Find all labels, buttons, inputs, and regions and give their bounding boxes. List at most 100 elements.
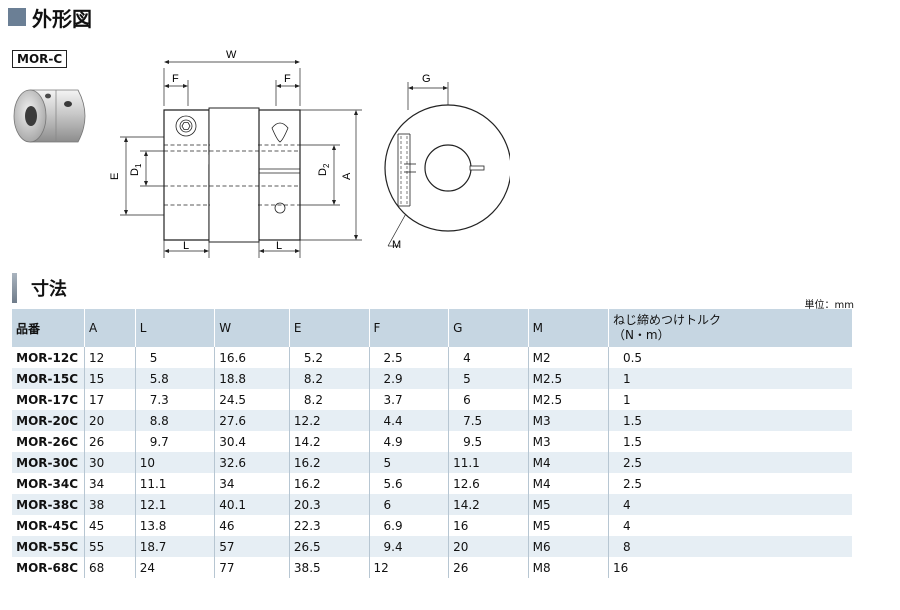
cell-l: 7.3 <box>134 389 215 410</box>
cell-g: 12.6 <box>448 473 529 494</box>
dim-label-a: A <box>341 172 353 180</box>
cell-a: 17 <box>84 389 136 410</box>
cell-l: 9.7 <box>134 431 215 452</box>
cell-l: 5 <box>134 347 215 368</box>
cell-m: M3 <box>527 431 609 452</box>
cell-e: 16.2 <box>288 452 369 473</box>
cell-w: 24.5 <box>214 389 290 410</box>
dimensions-table: 品番 A L W E F G M ねじ締めつけトルク （N・m） MOR-12C… <box>12 309 852 578</box>
cell-l: 24 <box>134 557 215 578</box>
cell-torque: 1.5 <box>607 410 852 431</box>
cell-part-number: MOR-26C <box>16 434 78 449</box>
dim-label-m: M <box>392 239 401 251</box>
cell-w: 46 <box>214 515 290 536</box>
cell-l: 18.7 <box>134 536 215 557</box>
cell-w: 34 <box>214 473 290 494</box>
cell-torque: 1 <box>607 368 852 389</box>
dim-label-f-left: F <box>172 73 179 85</box>
header-torque: ねじ締めつけトルク （N・m） <box>607 309 852 347</box>
header-w: W <box>214 309 290 347</box>
cell-w: 57 <box>214 536 290 557</box>
section-bar-icon <box>12 273 17 303</box>
dim-label-g: G <box>422 73 431 85</box>
cell-part-number: MOR-34C <box>16 476 78 491</box>
cell-w: 77 <box>214 557 290 578</box>
cell-torque: 8 <box>607 536 852 557</box>
cell-e: 5.2 <box>288 347 369 368</box>
cell-l: 5.8 <box>134 368 215 389</box>
dimensions-title: 寸法 <box>31 279 67 300</box>
dim-label-e: E <box>109 173 121 180</box>
cell-g: 9.5 <box>448 431 529 452</box>
cell-m: M5 <box>527 494 609 515</box>
header-a: A <box>84 309 136 347</box>
cell-torque: 2.5 <box>607 452 852 473</box>
cell-e: 12.2 <box>288 410 369 431</box>
cell-g: 5 <box>448 368 529 389</box>
cell-g: 6 <box>448 389 529 410</box>
cell-f: 5.6 <box>368 473 449 494</box>
section-square-icon <box>8 8 26 26</box>
cell-e: 38.5 <box>288 557 369 578</box>
cell-g: 7.5 <box>448 410 529 431</box>
dim-label-l-left: L <box>183 240 189 252</box>
cell-f: 4.9 <box>368 431 449 452</box>
cell-torque: 4 <box>607 494 852 515</box>
cell-m: M2.5 <box>527 389 609 410</box>
cell-m: M4 <box>527 473 609 494</box>
cell-g: 16 <box>448 515 529 536</box>
cell-g: 14.2 <box>448 494 529 515</box>
dim-label-d1: D1 <box>129 163 143 176</box>
header-l: L <box>134 309 215 347</box>
dim-label-w: W <box>226 49 237 61</box>
cell-a: 55 <box>84 536 136 557</box>
cell-m: M3 <box>527 410 609 431</box>
coupling-photo-icon <box>13 89 86 143</box>
cell-e: 8.2 <box>288 389 369 410</box>
cell-part-number: MOR-15C <box>12 368 85 389</box>
dimensions-section-header: 寸法 <box>12 273 67 303</box>
cell-a: 15 <box>84 368 136 389</box>
unit-note: 単位：mm <box>804 300 854 311</box>
cell-a: 34 <box>84 473 136 494</box>
cell-part-number: MOR-17C <box>16 392 78 407</box>
cell-f: 4.4 <box>368 410 449 431</box>
cell-part-number: MOR-68C <box>16 560 78 575</box>
dim-label-d2: D2 <box>317 163 331 176</box>
cell-w: 27.6 <box>214 410 290 431</box>
cell-e: 8.2 <box>288 368 369 389</box>
cell-m: M2.5 <box>527 368 609 389</box>
cell-e: 20.3 <box>288 494 369 515</box>
end-view-drawing: G M <box>384 73 510 251</box>
cell-l: 11.1 <box>134 473 215 494</box>
cell-w: 30.4 <box>214 431 290 452</box>
cell-e: 14.2 <box>288 431 369 452</box>
cell-m: M4 <box>527 452 609 473</box>
outline-title: 外形図 <box>32 6 92 31</box>
cell-w: 16.6 <box>214 347 290 368</box>
cell-g: 26 <box>448 557 529 578</box>
cell-part-number: MOR-20C <box>12 410 85 431</box>
cell-g: 11.1 <box>448 452 529 473</box>
header-part-number: 品番 <box>12 309 85 347</box>
header-g: G <box>448 309 529 347</box>
dim-label-f-right: F <box>284 73 291 85</box>
cell-l: 10 <box>134 452 215 473</box>
cell-a: 12 <box>84 347 136 368</box>
header-m: M <box>527 309 609 347</box>
cell-a: 26 <box>84 431 136 452</box>
cell-f: 2.5 <box>368 347 449 368</box>
model-tag: MOR-C <box>12 50 68 68</box>
cell-part-number: MOR-45C <box>16 518 78 533</box>
cell-torque: 16 <box>607 557 852 578</box>
cell-part-number: MOR-30C <box>12 452 85 473</box>
